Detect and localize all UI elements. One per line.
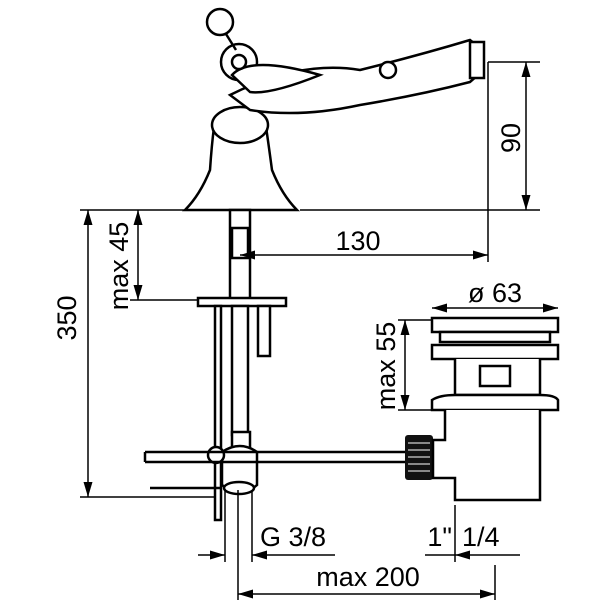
dim-1-4: 1/4 <box>462 522 500 552</box>
mixer-shank <box>196 208 288 522</box>
dim-max-200: max 200 <box>316 562 420 592</box>
dim-90: 90 <box>496 123 526 153</box>
mixer-body <box>181 7 486 212</box>
pop-up-rod <box>143 435 433 490</box>
dim-diameter-63: ø 63 <box>468 278 522 308</box>
pop-up-drain <box>430 316 560 502</box>
dim-max-55: max 55 <box>371 322 401 411</box>
dim-g-3-8: G 3/8 <box>260 522 326 552</box>
dim-1-inch: 1" <box>427 522 452 552</box>
dim-350: 350 <box>52 295 82 340</box>
dim-max-45: max 45 <box>104 222 134 311</box>
dim-130: 130 <box>335 226 380 256</box>
dimension-lines <box>80 61 558 600</box>
